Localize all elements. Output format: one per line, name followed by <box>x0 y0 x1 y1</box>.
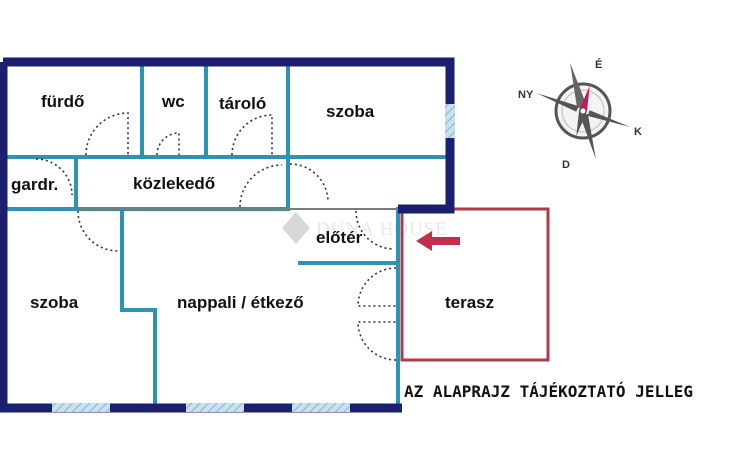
compass-north: É <box>595 58 602 71</box>
window-bottom-2 <box>186 403 244 412</box>
watermark-logo: DUNA HOUSE <box>282 212 448 244</box>
room-label-szoba-left: szoba <box>30 293 79 312</box>
room-label-nappali: nappali / étkező <box>177 293 304 312</box>
door-furdo <box>85 112 129 156</box>
window-bottom-3 <box>292 403 350 412</box>
entry-arrow-icon <box>416 231 460 251</box>
window-bottom-1 <box>52 403 110 412</box>
door-tarolo <box>231 114 273 156</box>
watermark-text: DUNA HOUSE <box>316 219 448 240</box>
disclaimer-text: AZ ALAPRAJZ TÁJÉKOZTATÓ JELLEG <box>404 382 693 401</box>
compass-east: K <box>634 126 642 138</box>
room-label-wc: wc <box>161 92 185 111</box>
windows <box>52 104 455 412</box>
room-label-furdo: fürdő <box>41 92 84 111</box>
doors <box>35 112 397 361</box>
door-eloter <box>355 210 395 250</box>
compass-west: NY <box>518 89 534 101</box>
door-terrace-2 <box>357 321 397 361</box>
window-right <box>445 104 455 138</box>
terrace-outline <box>400 207 550 362</box>
room-label-kozlekedo: közlekedő <box>133 174 215 193</box>
room-label-terasz: terasz <box>445 293 494 312</box>
room-label-gardrobe: gardr. <box>11 175 58 194</box>
watermark-icon <box>282 212 310 244</box>
door-terrace-1 <box>357 267 397 307</box>
door-szoba-left <box>77 210 119 252</box>
door-wc <box>156 132 180 156</box>
compass-south: D <box>562 159 570 171</box>
room-label-tarolo: tároló <box>219 94 266 113</box>
door-szoba-top <box>289 163 329 203</box>
compass-icon: É NY K D <box>518 58 642 171</box>
door-gardrobe <box>35 158 73 196</box>
room-label-eloter: előtér <box>316 228 363 247</box>
door-kozlekedo <box>239 164 283 208</box>
room-label-szoba-top: szoba <box>326 102 375 121</box>
